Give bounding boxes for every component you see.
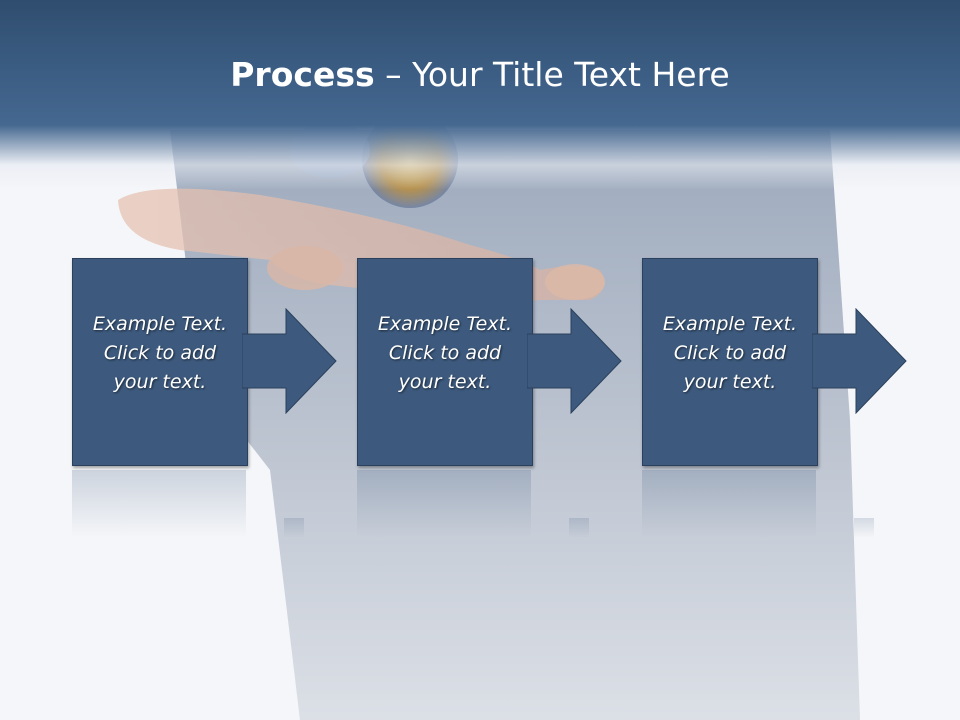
arrow-reflection	[284, 518, 304, 538]
step-box[interactable]	[72, 258, 248, 466]
title-bold: Process	[230, 55, 375, 94]
process-step-3[interactable]: Example Text. Click to add your text.	[642, 258, 912, 468]
title-rest: – Your Title Text Here	[374, 55, 730, 94]
step-reflection	[642, 470, 816, 538]
process-step-1[interactable]: Example Text. Click to add your text.	[72, 258, 342, 468]
step-text[interactable]: Example Text. Click to add your text.	[92, 313, 228, 393]
step-box[interactable]	[357, 258, 533, 466]
right-arrow-icon	[527, 308, 622, 414]
process-step-2[interactable]: Example Text. Click to add your text.	[357, 258, 627, 468]
step-text[interactable]: Example Text. Click to add your text.	[662, 313, 798, 393]
title-bar	[0, 0, 960, 190]
arrow-reflection	[569, 518, 589, 538]
step-reflection	[357, 470, 531, 538]
right-arrow-icon	[812, 308, 907, 414]
slide-title[interactable]: Process – Your Title Text Here	[0, 52, 960, 98]
arrow-reflection	[854, 518, 874, 538]
step-reflection	[72, 470, 246, 538]
right-arrow-icon	[242, 308, 337, 414]
step-text[interactable]: Example Text. Click to add your text.	[377, 313, 513, 393]
